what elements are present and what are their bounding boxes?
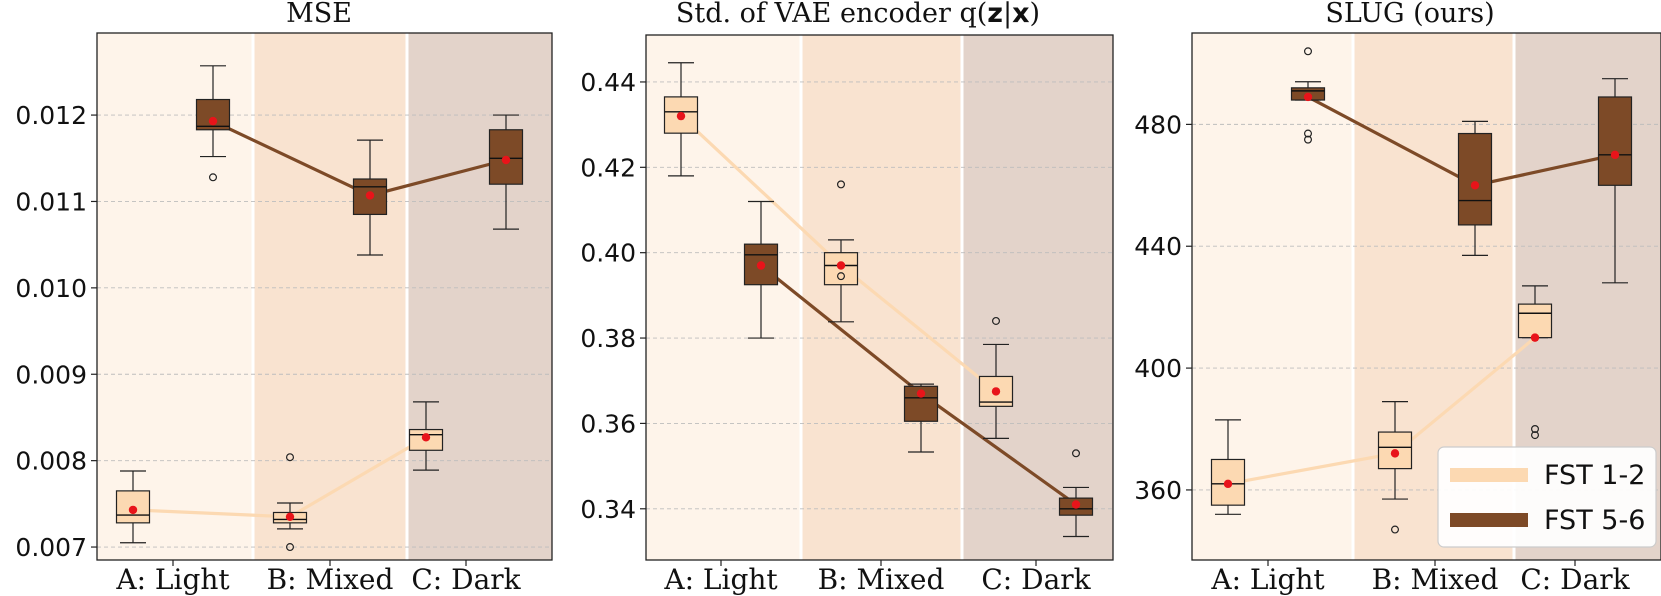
y-tick-label: 0.42 [580, 153, 636, 182]
title-part: ) [1030, 0, 1041, 29]
mean-marker [208, 116, 218, 126]
box-fst-1-2-3 [408, 401, 444, 471]
y-tick-label: 0.34 [580, 495, 636, 524]
title-part: | [1003, 0, 1012, 29]
mean-marker [1470, 181, 1480, 190]
x-tick-label: A: Light [1210, 563, 1325, 596]
outlier-marker [286, 453, 295, 462]
y-tick-label: 400 [1134, 354, 1182, 383]
region-b-background [253, 33, 407, 560]
box-fst-1-2-1 [663, 62, 699, 177]
y-tick-label: 480 [1134, 110, 1182, 139]
y-tick-label: 0.38 [580, 324, 636, 353]
x-tick-label: A: Light [663, 563, 778, 596]
mean-marker [916, 389, 926, 398]
mean-marker [365, 191, 375, 200]
chart-title: Std. of VAE encoder q(z|x) [676, 0, 1040, 29]
box-fst-1-2-3 [1517, 285, 1553, 440]
mean-marker [421, 433, 431, 442]
mean-marker [128, 505, 138, 515]
outlier-marker [1303, 47, 1312, 56]
outlier-marker [1303, 129, 1312, 138]
box-fst-1-2-2 [1377, 400, 1413, 534]
outlier-marker [836, 272, 845, 281]
box-fst-1-2-1 [1210, 419, 1246, 515]
mean-marker [836, 261, 846, 270]
mean-marker [1071, 500, 1081, 509]
x-tick-label: A: Light [115, 563, 230, 596]
mean-marker [285, 512, 295, 522]
box-fst-5-6-2 [1457, 120, 1493, 256]
legend-label: FST 5-6 [1544, 505, 1645, 536]
mean-marker [676, 111, 686, 121]
mean-marker [501, 155, 511, 165]
mean-marker [1223, 479, 1233, 489]
box-fst-1-2-1 [115, 470, 151, 544]
mean-marker [1390, 449, 1400, 458]
outlier-marker [1303, 135, 1312, 144]
outlier-marker [836, 180, 845, 189]
y-tick-label: 0.010 [15, 274, 87, 303]
title-part: x [1012, 0, 1029, 29]
box-fst-5-6-2 [352, 139, 388, 256]
mean-marker [1610, 150, 1620, 160]
box-fst-5-6-3 [488, 114, 524, 230]
box-fst-5-6-2 [903, 383, 939, 453]
region-c-background [407, 33, 552, 560]
y-tick-label: 0.009 [15, 360, 87, 389]
y-tick-label: 0.40 [580, 239, 636, 268]
box-body [1597, 96, 1633, 186]
outlier-marker [209, 173, 218, 182]
y-tick-label: 0.36 [580, 409, 636, 438]
box-fst-1-2-2 [272, 453, 308, 552]
title-part: z [987, 0, 1003, 29]
box-fst-5-6-3 [1058, 449, 1094, 538]
y-tick-label: 360 [1134, 476, 1182, 505]
box-fst-5-6-1 [743, 200, 779, 339]
title-part: Std. of VAE encoder q( [676, 0, 987, 29]
box-fst-5-6-1 [1290, 47, 1326, 144]
box-body [1517, 303, 1553, 339]
chart-panel-1: 0.007 0.008 0.009 0.010 0.011 0.012 A: Light B:… [15, 0, 553, 596]
box-fst-5-6-3 [1597, 78, 1633, 284]
y-tick-label: 0.007 [15, 533, 87, 562]
y-tick-label: 440 [1134, 232, 1182, 261]
region-c-background [962, 35, 1113, 560]
chart-title: SLUG (ours) [1325, 0, 1494, 29]
chart-title: MSE [286, 0, 352, 29]
y-tick-label: 0.012 [15, 101, 87, 130]
box-fst-1-2-3 [978, 316, 1014, 439]
x-tick-label: C: Dark [981, 563, 1091, 596]
x-tick-label: B: Mixed [1372, 563, 1499, 596]
chart-panel-2: 0.34 0.36 0.38 0.40 0.42 0.44 A: Light B: Mixed… [580, 0, 1114, 596]
outlier-marker [1390, 525, 1399, 534]
box-fst-1-2-2 [823, 180, 859, 323]
outlier-marker [286, 543, 295, 552]
box-body [1457, 132, 1493, 226]
mean-marker [991, 387, 1001, 396]
x-tick-label: B: Mixed [818, 563, 945, 596]
mean-marker [1530, 333, 1540, 342]
x-tick-label: C: Dark [411, 563, 521, 596]
plot-frame [96, 32, 553, 561]
y-tick-label: 0.011 [15, 187, 87, 216]
x-tick-label: C: Dark [1520, 563, 1630, 596]
legend-label: FST 1-2 [1544, 460, 1645, 491]
outlier-marker [1530, 431, 1539, 440]
mean-marker [1303, 92, 1313, 102]
y-tick-label: 0.44 [580, 68, 636, 97]
outlier-marker [991, 316, 1000, 325]
mean-marker [756, 261, 766, 270]
y-tick-label: 0.008 [15, 447, 87, 476]
chart-panel-3: 360 400 440 480 A: Light B: Mixed C: Dark SLUG … [1134, 0, 1661, 596]
outlier-marker [1530, 425, 1539, 434]
plot-frame [1191, 32, 1661, 561]
outlier-marker [1071, 449, 1080, 458]
box-fst-5-6-1 [195, 65, 231, 182]
plot-frame [645, 34, 1114, 561]
x-tick-label: B: Mixed [267, 563, 394, 596]
